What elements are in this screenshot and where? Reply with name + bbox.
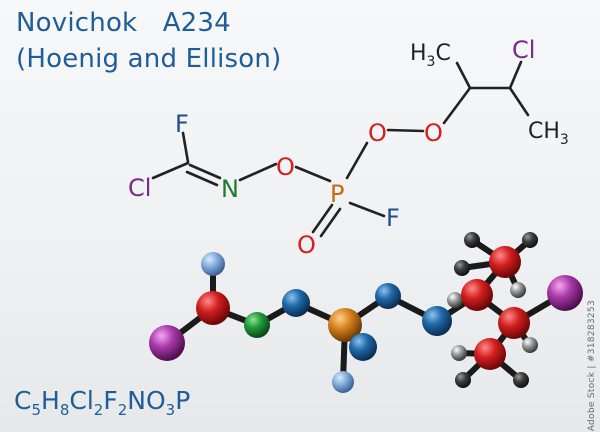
bond-n-o: [238, 162, 278, 182]
label-ch3: CH3: [528, 119, 569, 148]
bond-p-f: [348, 201, 386, 218]
atom-oxygen: [375, 283, 401, 309]
bond-c-f: [181, 131, 190, 164]
atom-f-top: F: [175, 110, 189, 138]
atom-carbon: [489, 246, 521, 278]
atom-carbon: [498, 307, 530, 339]
atom-hydrogen: [447, 292, 463, 308]
atom-oxygen: [282, 289, 310, 317]
atom-hydrogen: [510, 282, 526, 298]
atom-hydrogen: [454, 260, 470, 276]
bond-c-ch3: [455, 61, 472, 90]
atom-carbon: [461, 279, 493, 311]
atom-o-ester: O: [276, 153, 295, 181]
atom-hydrogen: [522, 337, 538, 353]
atom-hydrogen: [455, 372, 471, 388]
title-compound-name: Novichok A234: [16, 8, 231, 38]
atom-hydrogen: [464, 232, 480, 248]
atom-hydrogen: [513, 372, 529, 388]
atom-cl-left: Cl: [128, 174, 151, 202]
atom-n: N: [221, 175, 239, 203]
atom-fluorine: [332, 371, 354, 393]
atom-hydrogen: [522, 232, 538, 248]
bond-c-n-1: [188, 163, 222, 180]
bond-p-o: [345, 141, 369, 180]
atom-oxygen: [422, 306, 452, 336]
atom-chlorine: [547, 275, 583, 311]
atom-carbon: [474, 338, 506, 370]
atom-o-double: O: [297, 231, 316, 259]
title-authors: (Hoenig and Ellison): [16, 44, 282, 74]
bond-c-ch3-right: [508, 86, 530, 117]
atom-o-peroxy-1: O: [368, 119, 387, 147]
bond-c-n-2: [185, 170, 219, 187]
atom-oxygen: [349, 333, 377, 361]
molecular-formula: C5H8Cl2F2NO3P: [14, 386, 191, 419]
atom-o-peroxy-2: O: [424, 119, 443, 147]
bond-c-cl-right: [508, 60, 523, 90]
atom-fluorine: [201, 252, 225, 276]
atom-hydrogen: [451, 345, 467, 361]
atom-p: P: [330, 180, 344, 208]
bond-c-cl: [151, 161, 190, 180]
atom-carbon: [196, 291, 230, 325]
atom-chlorine: [149, 325, 185, 361]
bond-p-o-double-2: [319, 207, 342, 238]
atom-cl-right: Cl: [512, 36, 535, 64]
atom-phosphorus: [328, 308, 362, 342]
bond-o-p: [294, 165, 332, 183]
label-h3c: H3C: [410, 41, 451, 70]
atom-f-right: F: [386, 204, 400, 232]
bond-o-o: [386, 128, 425, 133]
atom-nitrogen: [244, 312, 270, 338]
bond-p-o-double-1: [311, 203, 334, 234]
stock-credit: Adobe Stock | #318283253: [587, 300, 597, 432]
bond-o-c: [442, 86, 472, 125]
